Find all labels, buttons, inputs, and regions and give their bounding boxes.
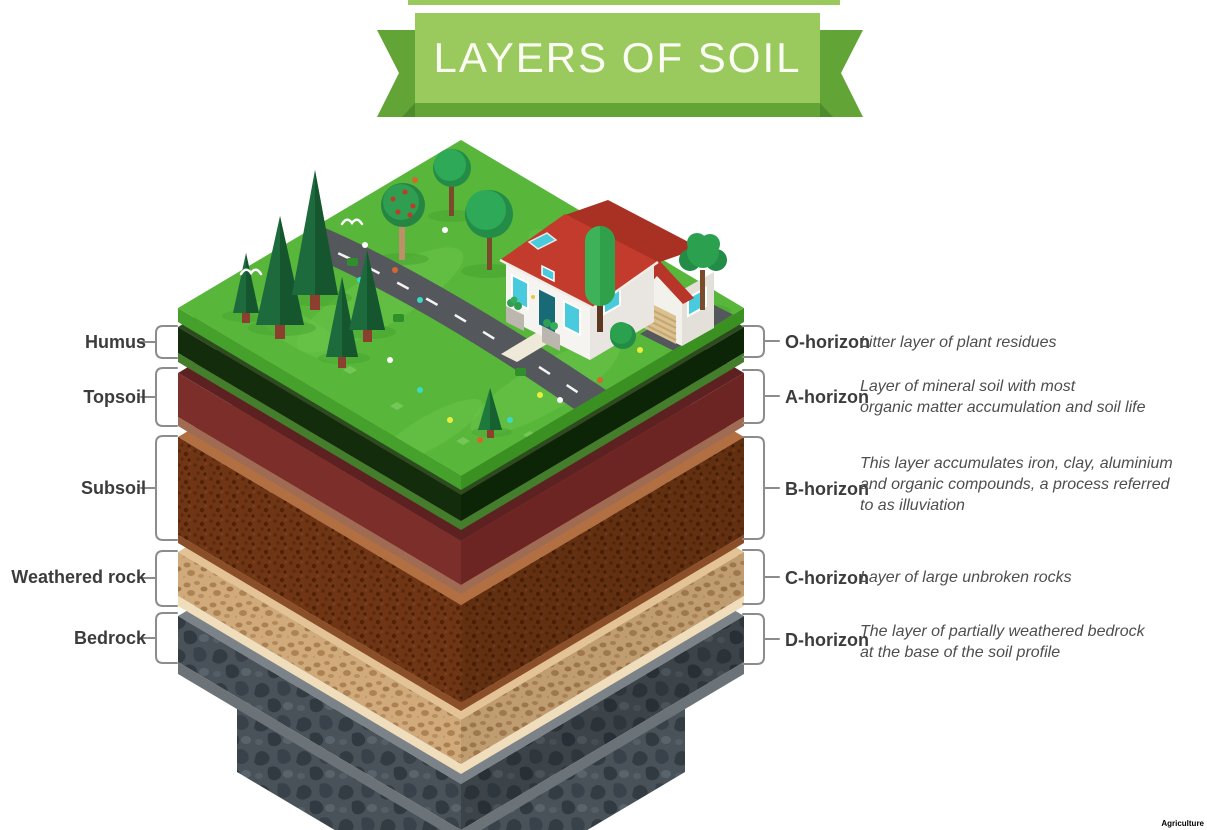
weathered-shade	[461, 552, 744, 764]
ribbon-tail-left	[377, 30, 415, 117]
label-humus: Humus	[84, 332, 146, 352]
subsoil-face-right	[461, 437, 744, 703]
weathered-bevel-left	[178, 596, 461, 774]
bedrock-bevel-left	[178, 662, 461, 830]
label-c-horizon: C-horizon	[785, 568, 869, 588]
label-topsoil: Topsoil	[83, 387, 146, 407]
humus-face-right	[461, 327, 744, 521]
bedrock-face-right	[461, 616, 744, 830]
bracket-d-horizon	[742, 613, 780, 665]
window-right	[563, 299, 581, 337]
bracket-humus	[140, 325, 178, 359]
label-o-horizon: O-horizon	[785, 332, 870, 352]
bird-icon	[239, 268, 263, 276]
subsoil-shade	[461, 437, 744, 703]
ribbon-top-strip	[408, 0, 840, 5]
pine-tree	[256, 216, 304, 339]
ribbon-fold-left	[402, 103, 415, 117]
weathered-bevel-right	[461, 596, 744, 774]
pine-tree	[326, 277, 358, 368]
subsoil-bevel-right	[461, 535, 744, 711]
birds	[239, 218, 364, 276]
label-weathered-rock: Weathered rock	[11, 567, 146, 587]
ribbon-tail-right	[820, 30, 863, 117]
description-d-horizon: The layer of partially weathered bedrock…	[860, 623, 1145, 661]
grass-face-right	[461, 308, 744, 490]
lumpy-tree	[679, 233, 727, 310]
subsoil-face-left	[178, 437, 461, 703]
cypress-trunk	[597, 302, 603, 332]
label-d-horizon: D-horizon	[785, 630, 869, 650]
planter	[542, 319, 560, 351]
doorbell	[531, 295, 535, 299]
grass-face-left	[178, 308, 461, 490]
bedrock-face-left	[178, 616, 461, 830]
skylight	[527, 232, 558, 250]
road-centerline	[307, 238, 599, 408]
eave-edge	[499, 258, 594, 310]
humus-bevel-left	[178, 353, 461, 530]
description-c-horizon: Layer of large unbroken rocks	[860, 569, 1072, 586]
attic-window	[541, 264, 555, 283]
description-b-horizon: This layer accumulates iron, clay, alumi…	[860, 455, 1173, 514]
bracket-o-horizon	[742, 325, 780, 358]
weathered-face-right	[461, 552, 744, 764]
humus-face-left	[178, 327, 461, 521]
bedrock-bevel-right	[461, 662, 744, 830]
pine-tree	[233, 253, 259, 323]
bracket-subsoil	[140, 435, 178, 541]
apple-tree	[381, 183, 425, 260]
bird-icon	[340, 218, 364, 226]
bracket-topsoil	[140, 367, 178, 427]
house	[499, 200, 714, 360]
gable-wall	[590, 266, 654, 360]
label-subsoil: Subsoil	[80, 478, 146, 498]
topsoil-bevel-right	[461, 417, 744, 594]
rear-roof	[565, 200, 700, 263]
trees	[233, 149, 727, 438]
page-title: LAYERS OF SOIL	[433, 34, 802, 81]
subsoil-bevel-left	[178, 535, 461, 711]
pine-tree	[292, 170, 338, 310]
ribbon-bottom-band	[415, 103, 820, 117]
bedrock-shade	[461, 616, 744, 830]
topsoil-bevel-left	[178, 417, 461, 594]
ribbon-center	[415, 13, 820, 103]
label-bedrock: Bedrock	[73, 628, 146, 648]
bracket-weathered-rock	[140, 550, 178, 607]
bracket-c-horizon	[742, 549, 780, 605]
description-o-horizon: Litter layer of plant residues	[860, 334, 1057, 351]
topsoil-face-right	[461, 373, 744, 585]
humus-bevel-right	[461, 353, 744, 530]
pine-tree	[478, 388, 502, 438]
weathered-face-left	[178, 552, 461, 764]
watermark: Agriculture	[1161, 819, 1204, 828]
label-brackets	[140, 325, 780, 665]
round-tree	[465, 190, 513, 270]
cypress-shade	[600, 226, 615, 306]
planter	[506, 296, 524, 331]
label-b-horizon: B-horizon	[785, 479, 869, 499]
deep-bedrock	[237, 700, 685, 830]
topsoil-face-left	[178, 373, 461, 585]
ribbon-fold-right	[820, 103, 833, 117]
round-tree	[433, 149, 471, 216]
description-a-horizon: Layer of mineral soil with most organic …	[860, 378, 1146, 416]
bracket-a-horizon	[742, 369, 780, 424]
ribbon-banner	[377, 0, 863, 117]
label-a-horizon: A-horizon	[785, 387, 869, 407]
bush-highlight	[610, 322, 632, 344]
pine-tree	[349, 250, 385, 342]
bracket-bedrock	[140, 612, 178, 664]
bracket-b-horizon	[742, 436, 780, 540]
